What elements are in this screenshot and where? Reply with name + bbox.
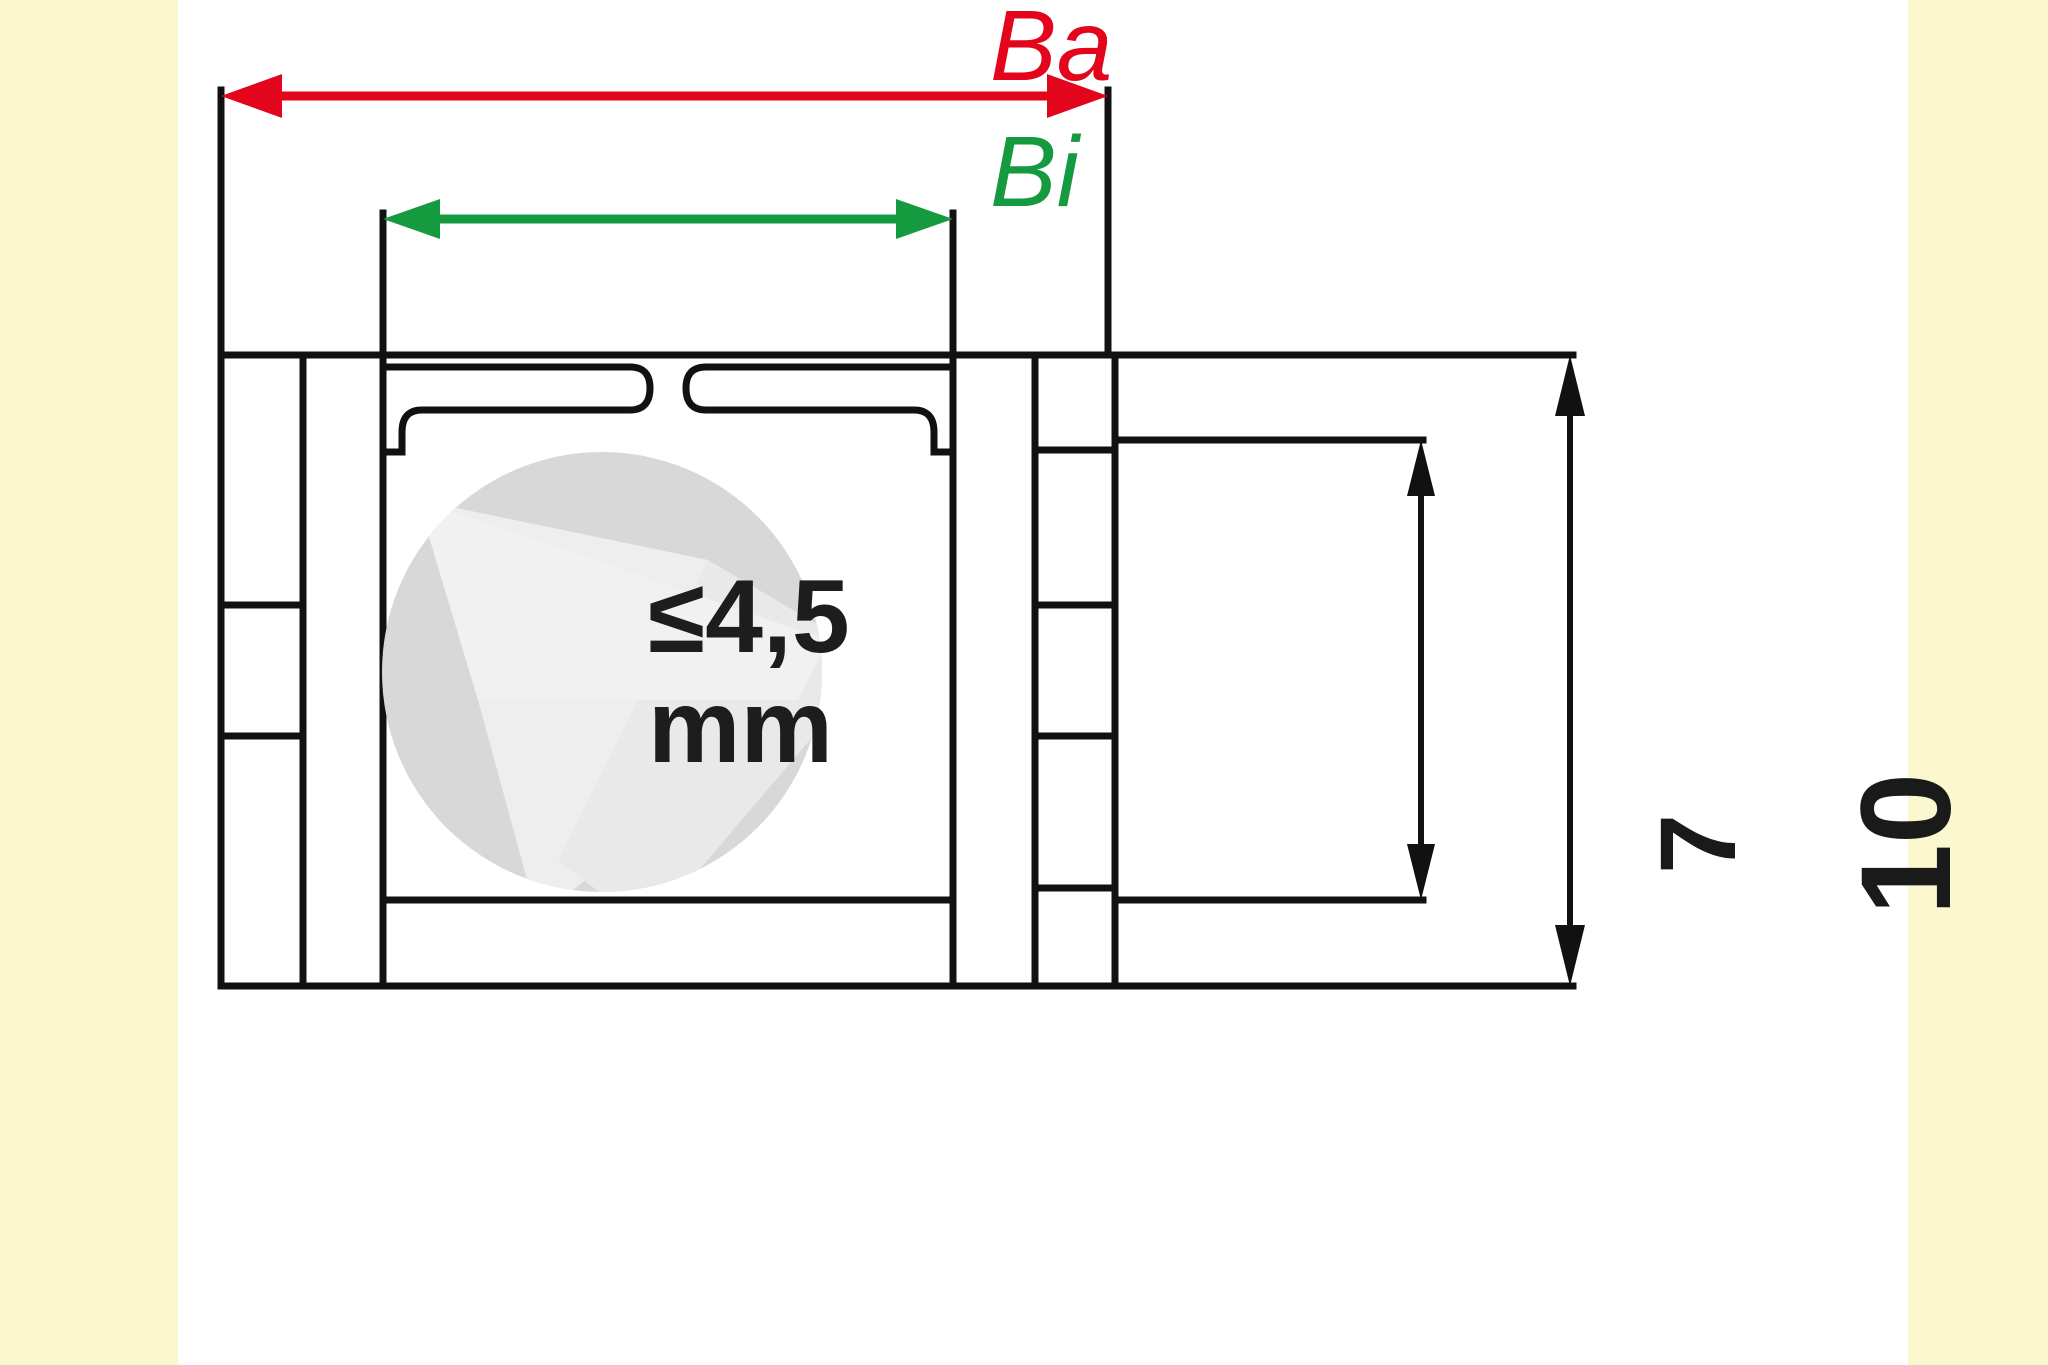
badge-cursor-top (418, 500, 822, 700)
badge-highlight-group (418, 500, 822, 892)
right-outer-rail (1031, 351, 1119, 990)
left-snap-tongue (379, 363, 654, 456)
dimension-label-10: 10 (1835, 772, 1979, 916)
dimension-arrow-bi (383, 199, 953, 239)
technical-drawing: ≤4,5 mm Ba Bi 7 10 (178, 0, 1978, 1365)
dimension-arrow-10 (1555, 355, 1585, 986)
bracket-outline-group (217, 86, 1577, 990)
ba-arrow-head-left (221, 74, 282, 118)
badge-line-1: ≤4,5 (648, 558, 850, 675)
dimension-label-7: 7 (1637, 813, 1759, 875)
right-margin-band (1908, 0, 2048, 1365)
dim7-arrow-head-bottom (1407, 844, 1435, 900)
dimension-label-bi: Bi (990, 116, 1079, 228)
bi-arrow-head-left (383, 199, 440, 239)
ba-arrow-head-right (1047, 74, 1108, 118)
left-inner-rail (299, 351, 387, 990)
badge-graphic (382, 452, 822, 892)
drawing-svg (217, 74, 1585, 990)
dim7-arrow-head-top (1407, 440, 1435, 496)
badge-text-block: ≤4,5 mm (560, 452, 1000, 892)
bi-arrow-head-right (896, 199, 953, 239)
dimension-arrow-ba (221, 74, 1108, 118)
channel-body-outline (379, 209, 957, 990)
badge-line-2: mm (648, 669, 833, 785)
right-snap-tongue (682, 363, 957, 456)
dimension-label-ba: Ba (990, 0, 1113, 102)
dim10-arrow-head-top (1555, 355, 1585, 416)
left-outer-rail (217, 351, 307, 990)
dim10-arrow-head-bottom (1555, 925, 1585, 986)
dimension-arrow-7 (1407, 440, 1435, 900)
left-margin-band (0, 0, 178, 1365)
